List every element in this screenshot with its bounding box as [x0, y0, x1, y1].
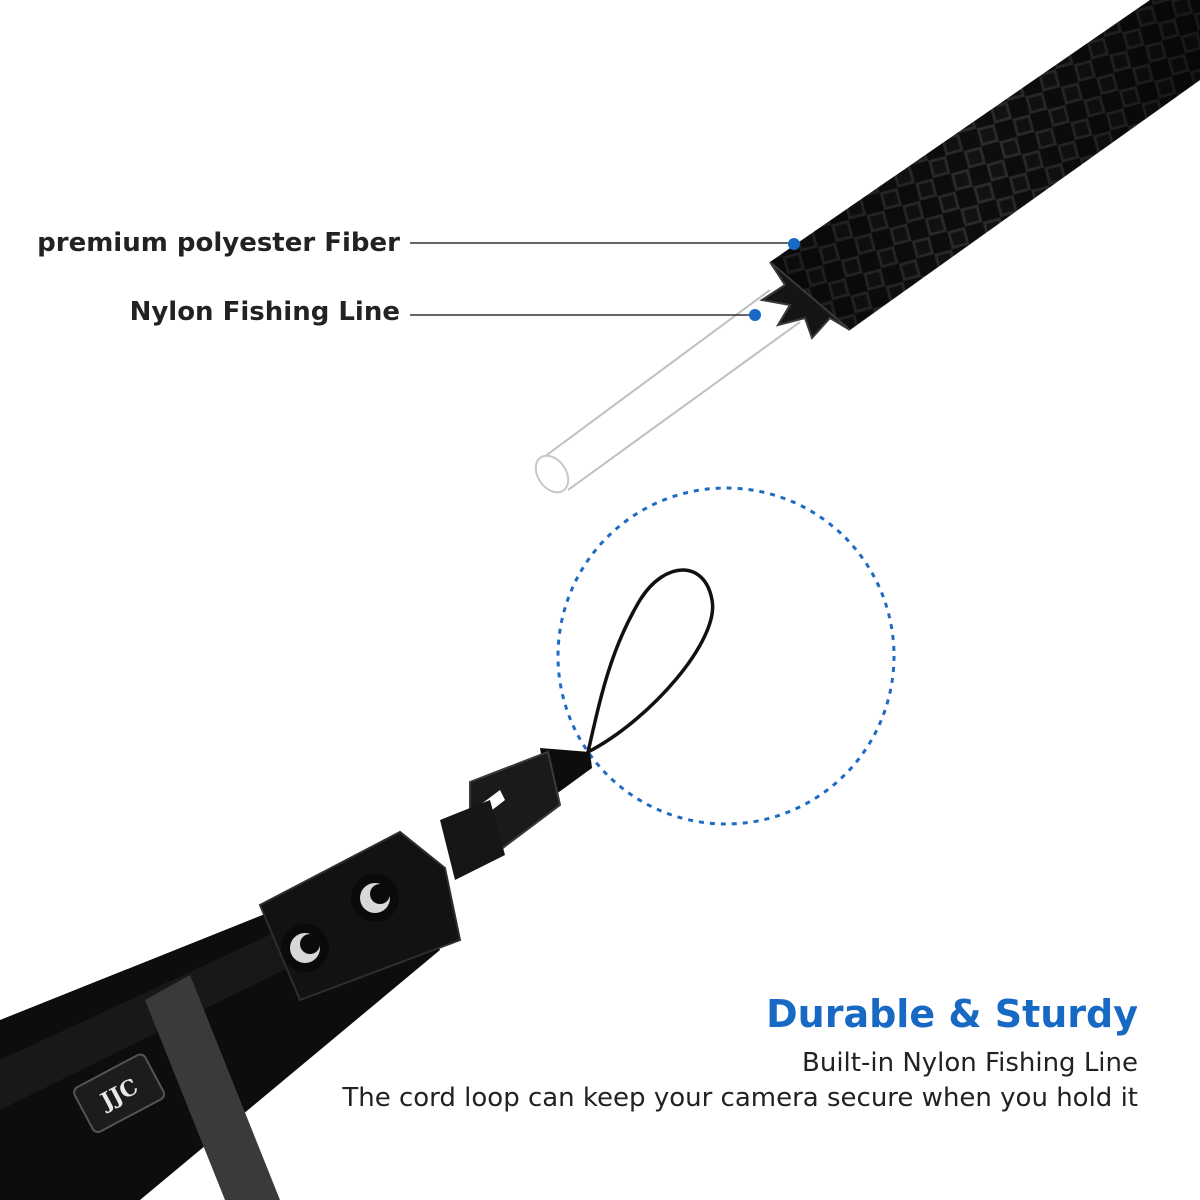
snap-button-icon	[351, 874, 399, 922]
callout-lines	[410, 238, 800, 321]
feature-title: Durable & Sturdy	[766, 992, 1138, 1036]
nylon-dot	[749, 309, 761, 321]
nylon-core	[534, 289, 801, 494]
feature-line-2: The cord loop can keep your camera secur…	[342, 1083, 1138, 1113]
brand-tag	[73, 1053, 166, 1133]
callout-fiber-label: premium polyester Fiber	[37, 228, 400, 258]
buckle	[440, 748, 592, 880]
fiber-dot	[788, 238, 800, 250]
wrist-strap: JJC	[0, 830, 462, 1200]
cord-loop	[585, 568, 715, 756]
feature-line-1: Built-in Nylon Fishing Line	[802, 1048, 1138, 1078]
callout-nylon-label: Nylon Fishing Line	[129, 297, 400, 327]
snap-button-icon	[281, 924, 329, 972]
highlight-circle	[556, 486, 896, 826]
braided-cord	[759, 0, 1200, 340]
